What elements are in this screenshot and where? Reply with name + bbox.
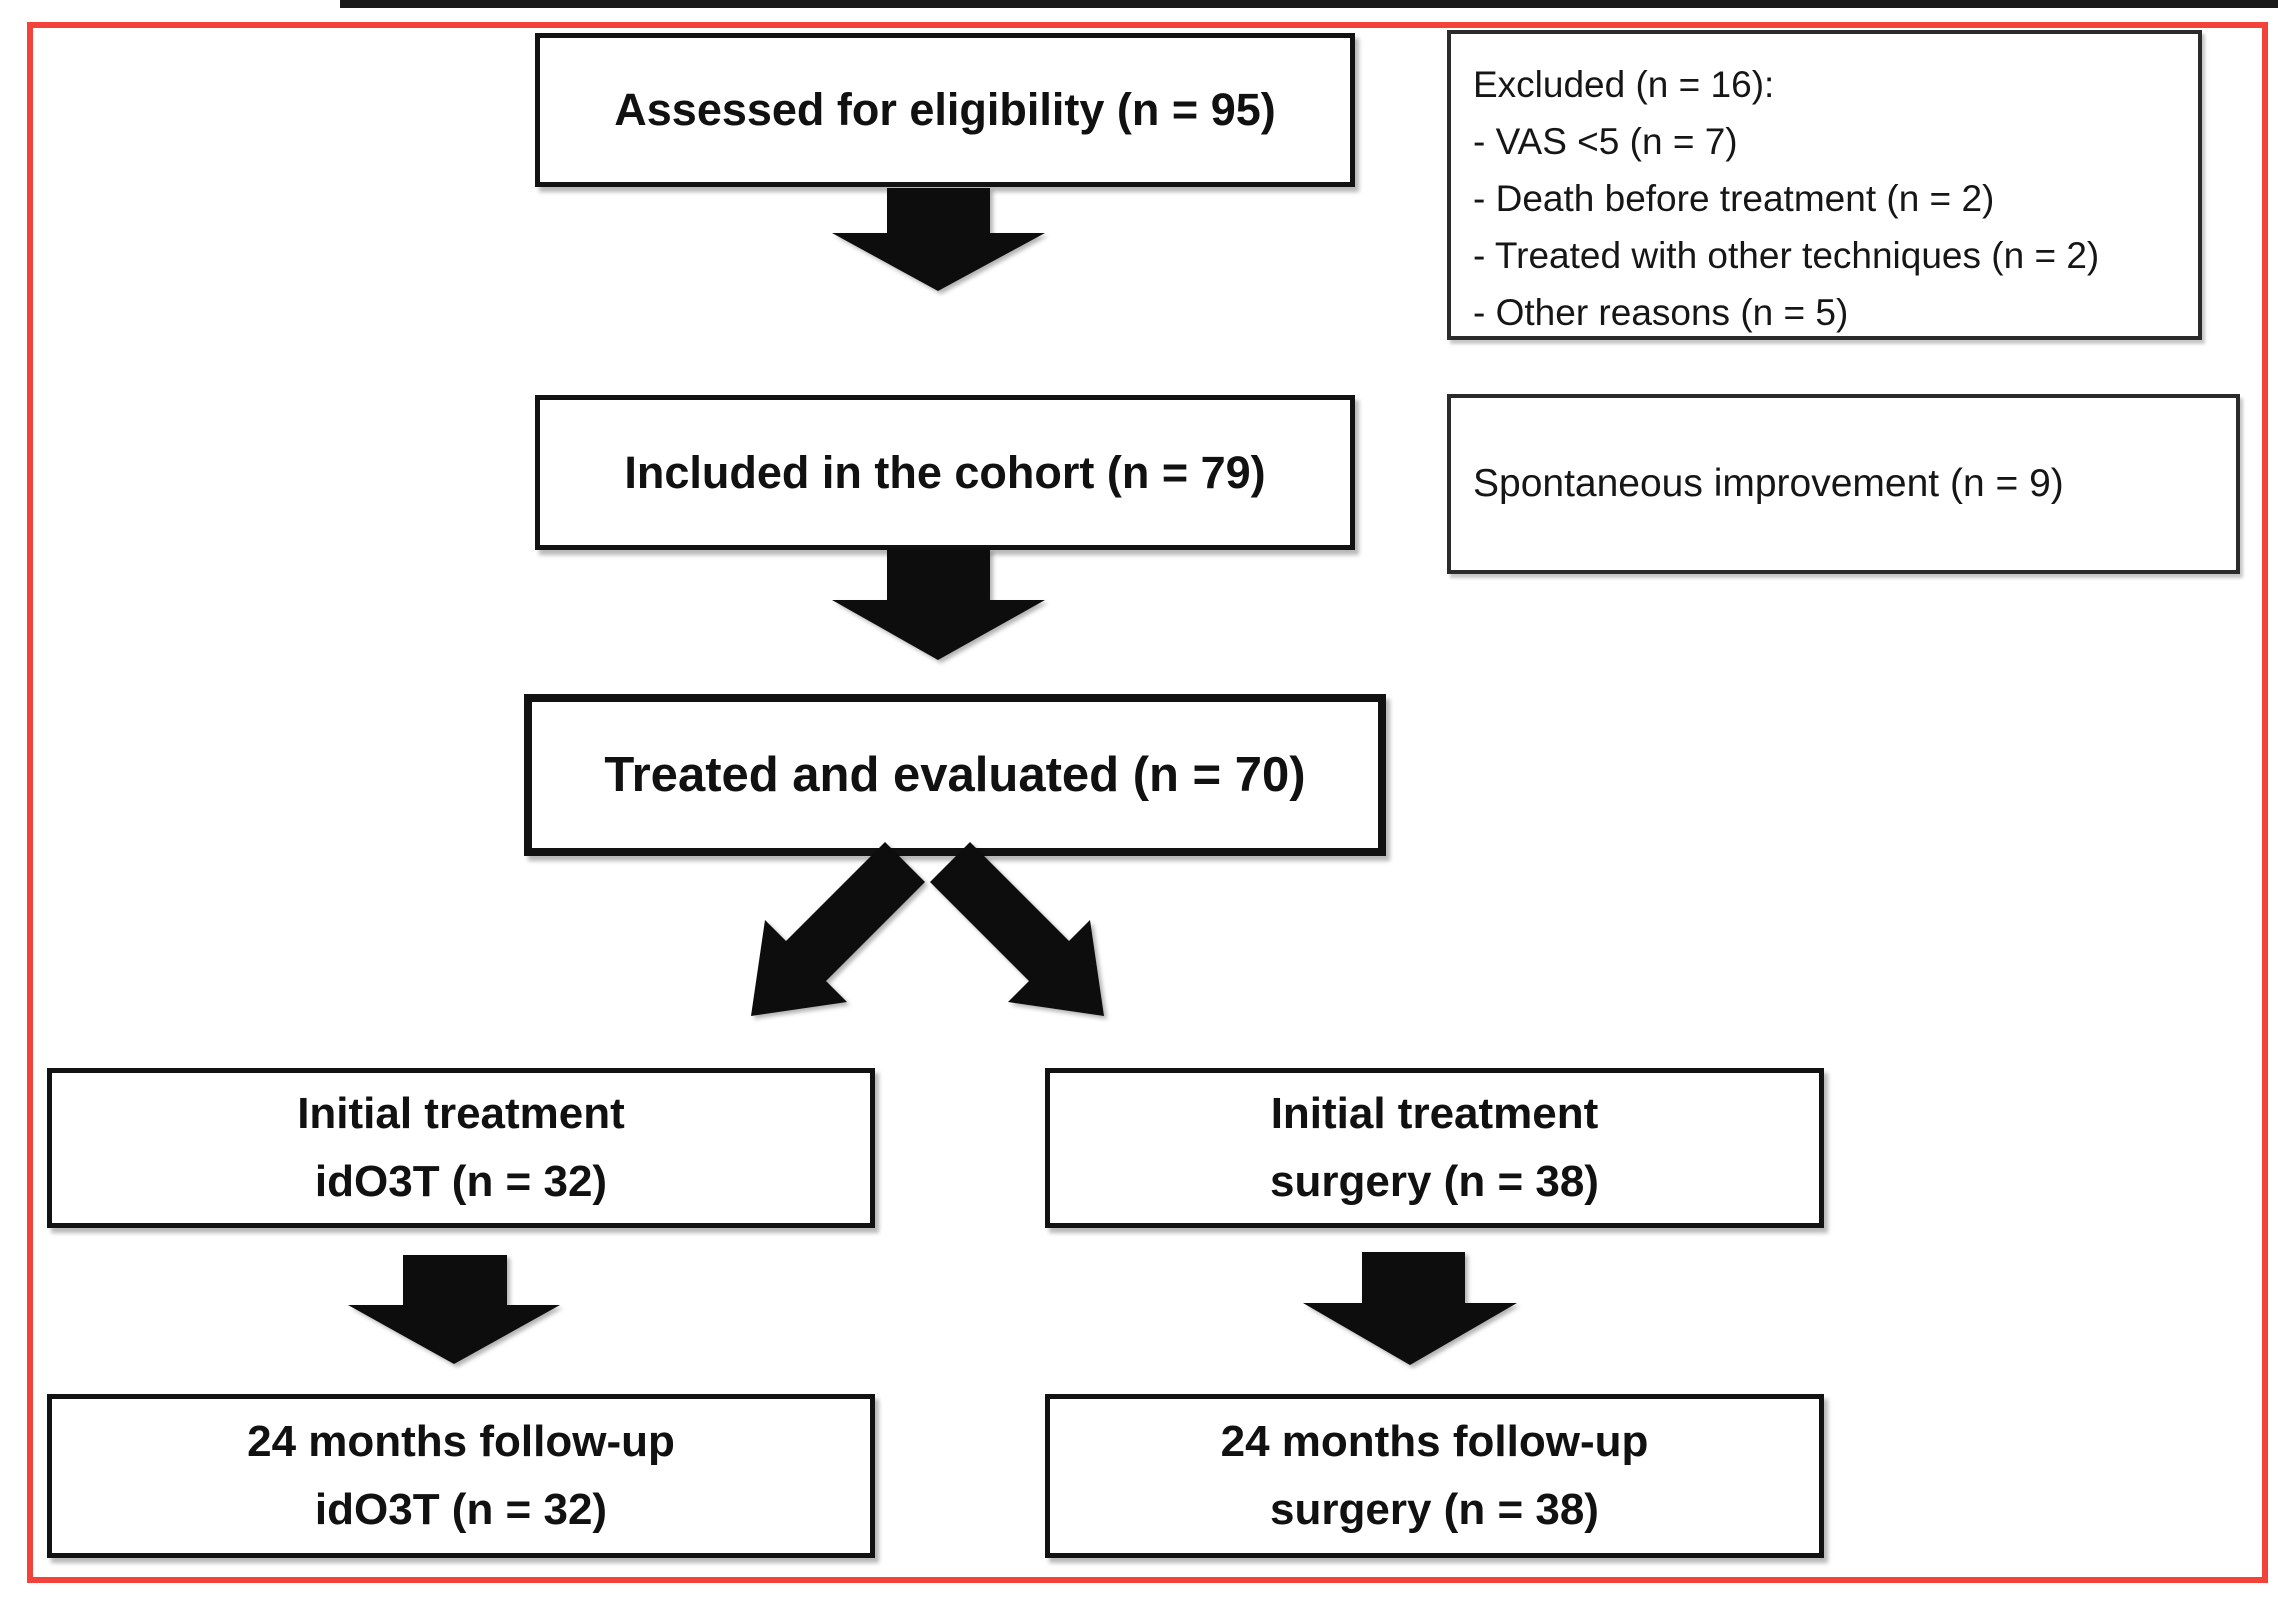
box-included-label: Included in the cohort (n = 79): [624, 446, 1266, 498]
box-initial-treatment-ido3t: Initial treatment idO3T (n = 32): [47, 1068, 875, 1228]
box-excluded-note: Excluded (n = 16): - VAS <5 (n = 7) - De…: [1447, 30, 2202, 340]
excluded-item: - Death before treatment (n = 2): [1473, 178, 1995, 219]
box-spontaneous-improvement-note: Spontaneous improvement (n = 9): [1447, 394, 2240, 574]
excluded-item: - VAS <5 (n = 7): [1473, 121, 1738, 162]
figure-red-border: [27, 22, 2268, 1583]
initial-surgery-line1: Initial treatment: [1270, 1089, 1599, 1138]
excluded-title: Excluded (n = 16):: [1473, 64, 1775, 105]
box-assessed-for-eligibility: Assessed for eligibility (n = 95): [535, 33, 1355, 187]
excluded-item: - Treated with other techniques (n = 2): [1473, 235, 2100, 276]
box-assessed-label: Assessed for eligibility (n = 95): [614, 84, 1276, 135]
top-edge-artifact-line: [340, 0, 2278, 8]
box-followup-surgery: 24 months follow-up surgery (n = 38): [1045, 1394, 1824, 1558]
followup-surgery-line2: surgery (n = 38): [1270, 1485, 1599, 1534]
followup-ido3t-line2: idO3T (n = 32): [314, 1485, 608, 1534]
followup-surgery-line1: 24 months follow-up: [1220, 1417, 1649, 1466]
box-treated-and-evaluated: Treated and evaluated (n = 70): [524, 694, 1386, 856]
excluded-item: - Other reasons (n = 5): [1473, 292, 1849, 333]
box-treated-label: Treated and evaluated (n = 70): [604, 748, 1306, 802]
followup-ido3t-line1: 24 months follow-up: [247, 1417, 675, 1466]
initial-surgery-line2: surgery (n = 38): [1270, 1157, 1599, 1206]
initial-ido3t-line1: Initial treatment: [297, 1089, 625, 1138]
box-initial-treatment-surgery: Initial treatment surgery (n = 38): [1045, 1068, 1824, 1228]
initial-ido3t-line2: idO3T (n = 32): [314, 1157, 608, 1206]
box-included-in-cohort: Included in the cohort (n = 79): [535, 395, 1355, 550]
box-followup-ido3t: 24 months follow-up idO3T (n = 32): [47, 1394, 875, 1558]
spontaneous-label: Spontaneous improvement (n = 9): [1473, 462, 2064, 505]
